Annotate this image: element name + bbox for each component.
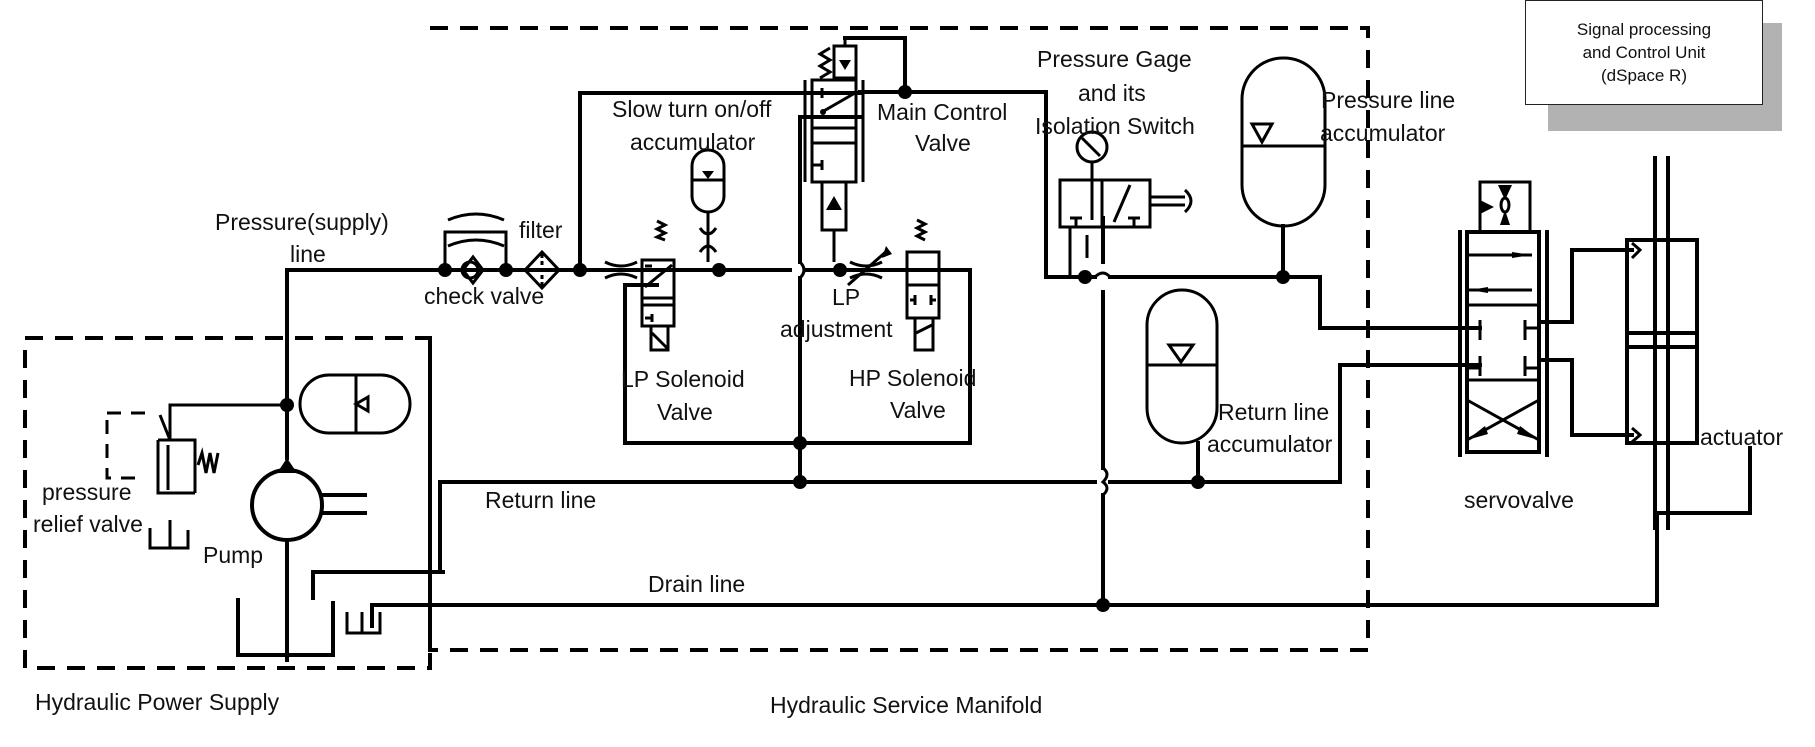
filter	[522, 249, 562, 291]
mcv-down-line	[798, 115, 862, 264]
spring-icon	[913, 218, 929, 242]
label-slow-turn: Slow turn on/off	[612, 96, 772, 122]
return-line-to-servo	[1108, 363, 1482, 484]
label-pressure-accumulator-2: accumulator	[1320, 120, 1446, 146]
label-main-control-2: Valve	[915, 130, 971, 156]
tank-symbol	[148, 520, 190, 550]
lp-circuit-loop	[623, 268, 972, 445]
pressure-gage	[1075, 130, 1109, 180]
label-relief-valve-2: relief valve	[33, 511, 143, 537]
label-main-control: Main Control	[877, 99, 1007, 125]
mcv-out-line	[858, 90, 1084, 279]
label-drain-line: Drain line	[648, 571, 745, 597]
junction-dot	[573, 263, 587, 277]
actuator	[1625, 156, 1699, 530]
control-unit-line-1: Signal processing	[1576, 20, 1712, 39]
junction-dot	[793, 475, 807, 489]
label-pressure-accumulator: Pressure line	[1321, 87, 1455, 113]
label-actuator: actuator	[1700, 424, 1783, 450]
label-hp-solenoid-2: Valve	[890, 397, 946, 423]
label-gage-2: and its	[1078, 80, 1146, 106]
lp-solenoid-valve	[640, 219, 676, 352]
mcv-top-feedback	[843, 36, 907, 94]
label-lp-solenoid: LP Solenoid	[621, 366, 745, 392]
label-return-line: Return line	[485, 487, 596, 513]
label-pressure-supply: Pressure(supply)	[215, 209, 389, 235]
label-servovalve: servovalve	[1464, 487, 1574, 513]
spring-icon	[196, 447, 220, 474]
junction-dot	[833, 263, 847, 277]
isolation-switch	[1058, 178, 1193, 277]
label-power-supply: Hydraulic Power Supply	[35, 689, 280, 715]
junction-dot	[1096, 598, 1110, 612]
junction-dot	[1191, 475, 1205, 489]
pressure-line-accumulator	[1240, 56, 1327, 228]
control-unit-box: Signal processing and Control Unit (dSpa…	[1525, 0, 1763, 105]
main-control-valve	[803, 38, 865, 262]
pump	[236, 403, 382, 662]
label-lp-adjustment: LP	[832, 284, 860, 310]
control-unit-line-3: (dSpace R)	[1601, 66, 1687, 85]
crossing-hop	[1093, 271, 1112, 279]
label-slow-turn-2: accumulator	[630, 129, 756, 155]
label-lp-solenoid-2: Valve	[657, 399, 713, 425]
junction-dot	[1078, 270, 1092, 284]
lp-adjustment-throttle	[847, 246, 892, 287]
label-filter: filter	[519, 217, 563, 243]
label-return-accumulator-2: accumulator	[1207, 431, 1333, 457]
crossing-hop	[1100, 466, 1109, 497]
label-relief-valve: pressure	[42, 479, 131, 505]
drain-line	[370, 446, 1752, 628]
spring-icon	[653, 219, 669, 242]
label-gage-3: Isolation Switch	[1035, 113, 1195, 139]
junction-dot	[712, 263, 726, 277]
tank-symbol	[236, 598, 335, 657]
label-lp-adjustment-2: adjustment	[780, 316, 893, 342]
junction-dot	[1276, 270, 1290, 284]
pressure-line-to-mcv	[578, 91, 862, 272]
label-pump: Pump	[203, 542, 263, 568]
pressure-relief-valve	[105, 403, 287, 550]
label-return-accumulator: Return line	[1218, 399, 1329, 425]
power-supply-boundary	[23, 336, 432, 670]
drain-tank-symbol	[345, 612, 382, 635]
pressure-supply-line	[285, 268, 447, 457]
servovalve	[1458, 180, 1634, 457]
hp-solenoid-valve	[905, 218, 941, 352]
label-gage: Pressure Gage	[1037, 46, 1192, 72]
slow-turn-accumulator	[690, 148, 726, 262]
service-manifold-boundary	[428, 26, 1370, 652]
control-unit-line-2: and Control Unit	[1582, 43, 1706, 62]
label-pressure-supply-2: line	[290, 241, 326, 267]
label-service-manifold: Hydraulic Service Manifold	[770, 692, 1042, 718]
pressure-accum-line	[1080, 275, 1482, 330]
label-check-valve: check valve	[424, 283, 544, 309]
label-hp-solenoid: HP Solenoid	[849, 365, 976, 391]
check-valve	[443, 212, 508, 286]
junction-dot	[793, 436, 807, 450]
throttle-icon	[604, 260, 638, 280]
crossing-hop	[798, 260, 806, 280]
return-line-accumulator	[1145, 288, 1219, 445]
junction-dot	[898, 85, 912, 99]
spring-icon	[817, 46, 833, 80]
supply-accumulator	[298, 373, 412, 435]
